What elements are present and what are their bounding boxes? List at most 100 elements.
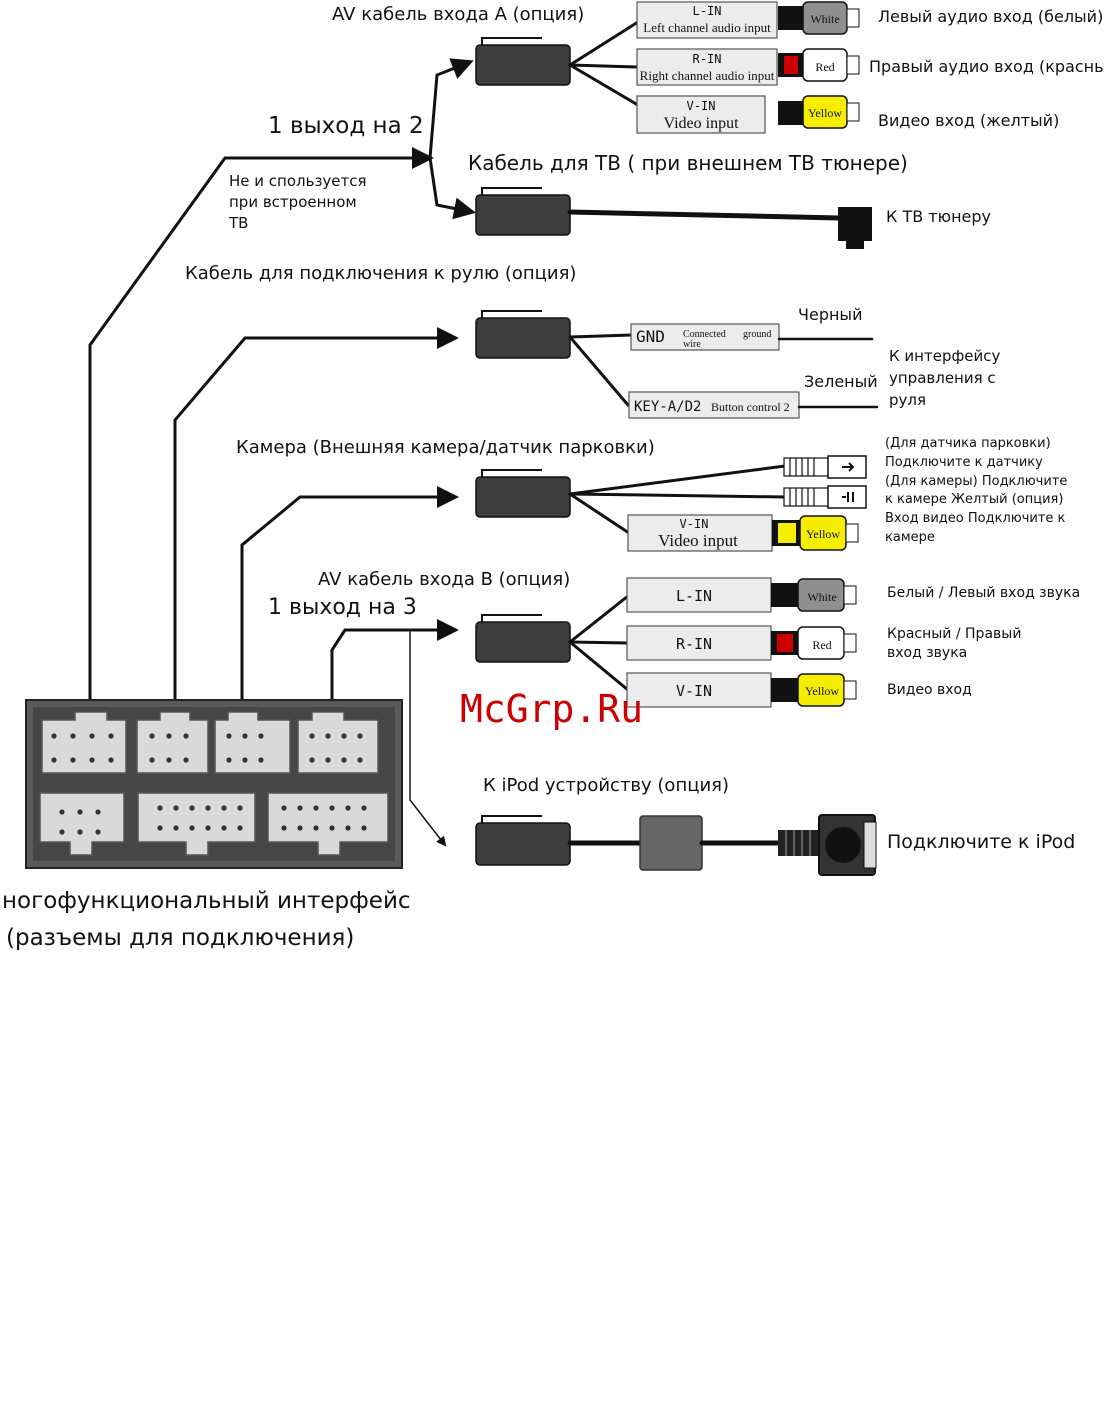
av-b-left-label: Белый / Левый вход звука: [887, 585, 1080, 601]
connector-pin: [313, 825, 319, 831]
splitter-one-to-three: 1 выход на 3: [268, 595, 417, 620]
camera-section: Камера (Внешняя камера/датчик парковки) …: [236, 436, 1067, 552]
camera-note-3: (Для камеры) Подключите: [885, 474, 1067, 489]
connector-pin: [189, 805, 195, 811]
av-b-yellow-plug: Yellow: [771, 673, 857, 707]
gnd-desc-3: ground: [743, 329, 771, 340]
connector-pin: [297, 805, 303, 811]
connector-pin: [51, 733, 57, 739]
connector-4: [297, 711, 379, 774]
av-a-white-text: White: [810, 12, 839, 26]
connector-pin: [183, 757, 189, 763]
av-b-title: AV кабель входа B (опция): [318, 569, 570, 590]
tv-section: Кабель для ТВ ( при внешнем ТВ тюнере) К…: [468, 151, 991, 249]
connector-pin: [325, 733, 331, 739]
connector-pin: [258, 757, 264, 763]
camera-v-desc: Video input: [658, 531, 738, 550]
camera-yellow-text: Yellow: [806, 527, 840, 541]
ipod-label: Подключите к iPod: [887, 831, 1075, 853]
av-b-plug-body: [475, 621, 571, 663]
connector-5: [39, 792, 125, 856]
connector-pin: [345, 805, 351, 811]
av-a-l-code: L-IN: [693, 4, 722, 18]
av-b-r-label: [626, 625, 772, 661]
av-a-section: AV кабель входа A (опция) L-IN Left chan…: [332, 1, 1104, 134]
connector-pin: [345, 825, 351, 831]
camera-note-1: (Для датчика парковки): [885, 436, 1051, 451]
av-b-section: AV кабель входа B (опция) L-IN R-IN V-IN…: [318, 569, 1080, 708]
connector-pin: [166, 757, 172, 763]
av-b-red-plug: Red: [771, 626, 857, 660]
interface-title-line1: ногофункциональный интерфейс: [2, 888, 411, 914]
gnd-desc-2: wire: [683, 339, 701, 350]
connector-pin: [157, 825, 163, 831]
interface-block: [25, 699, 403, 869]
connector-pins: [51, 733, 367, 835]
connector-pin: [51, 757, 57, 763]
av-a-l-desc: Left channel audio input: [643, 20, 771, 35]
link-4-ipod: [409, 631, 447, 847]
tv-label: К ТВ тюнеру: [886, 207, 991, 226]
av-a-l-label: [636, 1, 778, 39]
connector-pin: [221, 805, 227, 811]
connector-pin: [70, 757, 76, 763]
connector-pin: [341, 757, 347, 763]
connector-pin: [157, 805, 163, 811]
av-a-right-label: Правый аудио вход (красный): [869, 57, 1104, 76]
av-a-white-plug: White: [778, 1, 860, 35]
link-1: [88, 147, 434, 707]
connector-pin: [329, 805, 335, 811]
camera-note-2: Подключите к датчику: [885, 455, 1043, 470]
key-desc: Button control 2: [711, 400, 790, 414]
connector-1: [41, 711, 127, 774]
connector-pin: [297, 825, 303, 831]
connector-pin: [361, 825, 367, 831]
connector-pin: [341, 733, 347, 739]
tv-tuner-plug: [838, 207, 872, 241]
ipod-section: К iPod устройству (опция) Подключите к i…: [475, 775, 1075, 876]
not-used-note-1: Не и спользуется: [229, 172, 367, 190]
not-used-note-3: ТВ: [228, 214, 248, 232]
av-a-r-label: [636, 48, 778, 86]
steering-target-2: управления с: [889, 369, 996, 387]
camera-plug-body: [475, 476, 571, 518]
connector-pin: [77, 829, 83, 835]
connector-pin: [95, 809, 101, 815]
connector-pin: [221, 825, 227, 831]
splitter-one-to-two: 1 выход на 2: [268, 113, 424, 139]
av-b-yellow-text: Yellow: [805, 684, 839, 698]
av-a-plug-body: [475, 44, 571, 86]
connector-pin: [59, 809, 65, 815]
link-1-b: [428, 156, 476, 220]
steering-green: Зеленый: [804, 372, 878, 391]
ipod-ferrite: [639, 815, 703, 871]
av-b-video-label: Видео вход: [887, 682, 972, 698]
av-b-v-code: V-IN: [676, 682, 712, 700]
ipod-title: К iPod устройству (опция): [483, 775, 729, 796]
av-b-white-text: White: [807, 590, 836, 604]
av-a-video-label: Видео вход (желтый): [878, 111, 1059, 130]
connector-pin: [309, 757, 315, 763]
av-b-v-label: [626, 672, 772, 708]
camera-sensor-plug-2: [783, 485, 867, 509]
steering-section: Кабель для подключения к рулю (опция) GN…: [185, 263, 1001, 419]
link-3: [240, 486, 459, 707]
connector-pin: [183, 733, 189, 739]
key-code: KEY-A/D2: [634, 399, 701, 415]
steering-target-1: К интерфейсу: [889, 347, 1001, 365]
connector-pin: [149, 757, 155, 763]
connector-pin: [226, 733, 232, 739]
camera-title: Камера (Внешняя камера/датчик парковки): [236, 437, 655, 458]
connector-pin: [329, 825, 335, 831]
av-a-v-desc: Video input: [663, 115, 739, 132]
connector-pin: [226, 757, 232, 763]
connector-pin: [77, 809, 83, 815]
connector-pin: [281, 825, 287, 831]
connector-pin: [59, 829, 65, 835]
connector-pin: [108, 757, 114, 763]
av-b-r-code: R-IN: [676, 635, 712, 653]
not-used-note-2: при встроенном: [229, 193, 357, 211]
av-b-white-plug: White: [771, 578, 857, 612]
connector-pin: [173, 805, 179, 811]
